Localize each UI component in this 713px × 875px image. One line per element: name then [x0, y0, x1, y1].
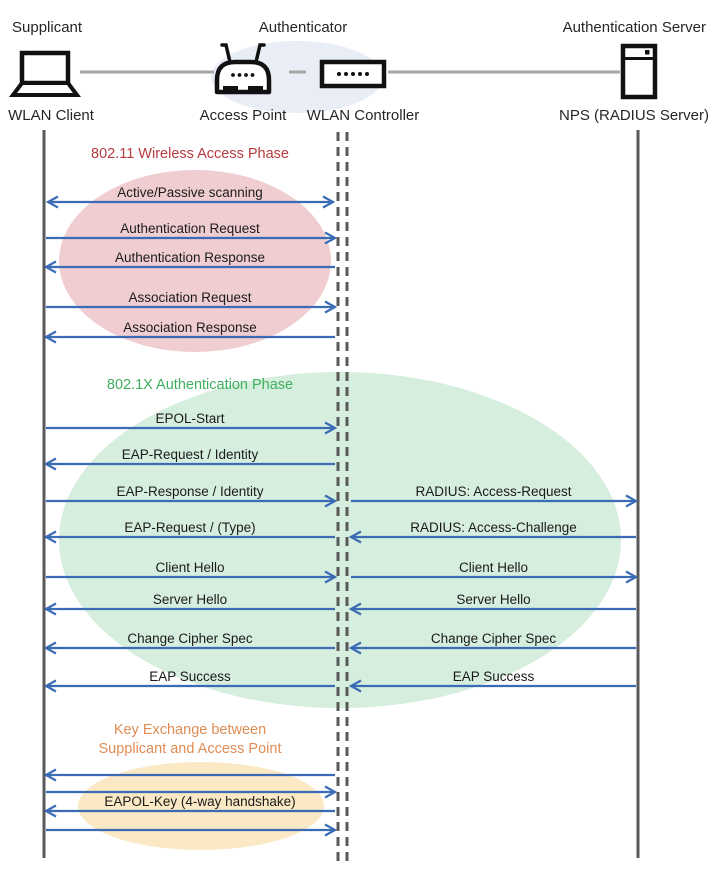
message-label: EAP-Request / (Type) — [124, 520, 256, 535]
wlan-controller-icon — [319, 59, 387, 89]
message-label: Change Cipher Spec — [430, 631, 557, 646]
message-arrows — [43, 195, 639, 837]
message-label: EAP Success — [452, 669, 535, 684]
message-label: Change Cipher Spec — [127, 631, 253, 646]
message-label: EAP-Request / Identity — [121, 447, 259, 462]
message-label: Association Request — [128, 290, 252, 305]
message-label: Client Hello — [458, 560, 529, 575]
message-label: Server Hello — [456, 592, 531, 607]
role-supplicant: Supplicant — [12, 19, 83, 36]
phase2-ellipse — [59, 372, 621, 708]
device-nps-radius-server: NPS (RADIUS Server) — [558, 107, 710, 124]
message-label: Association Response — [123, 320, 257, 335]
server-icon — [620, 43, 658, 100]
message-label: Authentication Response — [114, 250, 266, 265]
message-label: EPOL-Start — [155, 411, 225, 426]
message-label: RADIUS: Access-Request — [415, 484, 572, 499]
device-wlan-controller: WLAN Controller — [306, 107, 420, 124]
phase3-title-line2: Supplicant and Access Point — [98, 741, 282, 757]
phase3-title-line1: Key Exchange between — [113, 722, 267, 738]
message-label: EAP-Response / Identity — [116, 484, 264, 499]
message-label: Authentication Request — [120, 221, 260, 236]
wlan-controller-lifeline — [336, 132, 349, 864]
phase1-title: 802.11 Wireless Access Phase — [91, 146, 289, 162]
role-authentication-server: Authentication Server — [562, 19, 706, 36]
laptop-icon — [9, 50, 81, 97]
message-label: Server Hello — [152, 592, 228, 607]
message-label: Active/Passive scanning — [117, 185, 263, 200]
device-access-point: Access Point — [199, 107, 287, 124]
message-label: EAPOL-Key (4-way handshake) — [104, 794, 296, 809]
authenticator-group-ellipse — [211, 41, 383, 113]
access-point-icon — [214, 43, 272, 95]
role-authenticator: Authenticator — [258, 19, 348, 36]
message-label: EAP Success — [149, 669, 231, 684]
device-wlan-client: WLAN Client — [8, 107, 94, 124]
phase2-title: 802.1X Authentication Phase — [106, 377, 294, 393]
message-label: RADIUS: Access-Challenge — [410, 520, 577, 535]
phase3-ellipse — [78, 762, 324, 850]
message-label: Client Hello — [155, 560, 225, 575]
